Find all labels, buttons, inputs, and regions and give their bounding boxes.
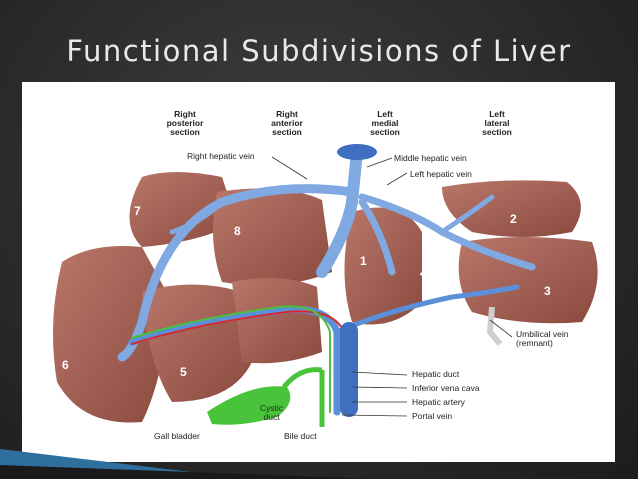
label-hepatic-duct: Hepatic duct — [412, 369, 460, 379]
label-middle-hepatic-vein: Middle hepatic vein — [394, 153, 467, 163]
label-hepatic-artery: Hepatic artery — [412, 397, 465, 407]
label-bile-duct: Bile duct — [284, 431, 317, 441]
segment-7: 7 — [134, 204, 141, 218]
section-left-lateral: Left lateral section — [482, 109, 512, 137]
leader-lines — [271, 156, 513, 417]
segment-5: 5 — [180, 365, 187, 379]
label-portal-vein: Portal vein — [412, 411, 453, 421]
gall-bladder-and-ducts — [207, 367, 325, 427]
label-inferior-vena-cava: Inferior vena cava — [412, 383, 480, 393]
segment-3: 3 — [544, 284, 551, 298]
portal-triad — [128, 284, 520, 417]
liver-figure: Right posterior section Right anterior s… — [22, 82, 615, 462]
section-left-medial: Left medial section — [370, 109, 400, 137]
segment-8: 8 — [234, 224, 241, 238]
label-cystic-duct: Cystic duct — [260, 403, 284, 422]
label-right-hepatic-vein: Right hepatic vein — [187, 151, 255, 161]
label-left-hepatic-vein: Left hepatic vein — [410, 169, 472, 179]
slide-title: Functional Subdivisions of Liver — [66, 34, 572, 68]
segment-2: 2 — [510, 212, 517, 226]
segment-6: 6 — [62, 358, 69, 372]
accent-bar-dark — [0, 465, 380, 479]
segment-4: 4 — [420, 266, 427, 280]
umbilical-vein-remnant — [486, 306, 503, 346]
label-gall-bladder: Gall bladder — [154, 431, 200, 441]
section-right-posterior: Right posterior section — [166, 109, 204, 137]
liver-illustration — [53, 144, 598, 427]
hepatic-veins — [117, 144, 536, 362]
section-right-anterior: Right anterior section — [271, 109, 303, 137]
segment-1: 1 — [360, 254, 367, 268]
liver-lobes — [53, 172, 598, 423]
label-umbilical-vein: Umbilical vein (remnant) — [516, 329, 569, 348]
